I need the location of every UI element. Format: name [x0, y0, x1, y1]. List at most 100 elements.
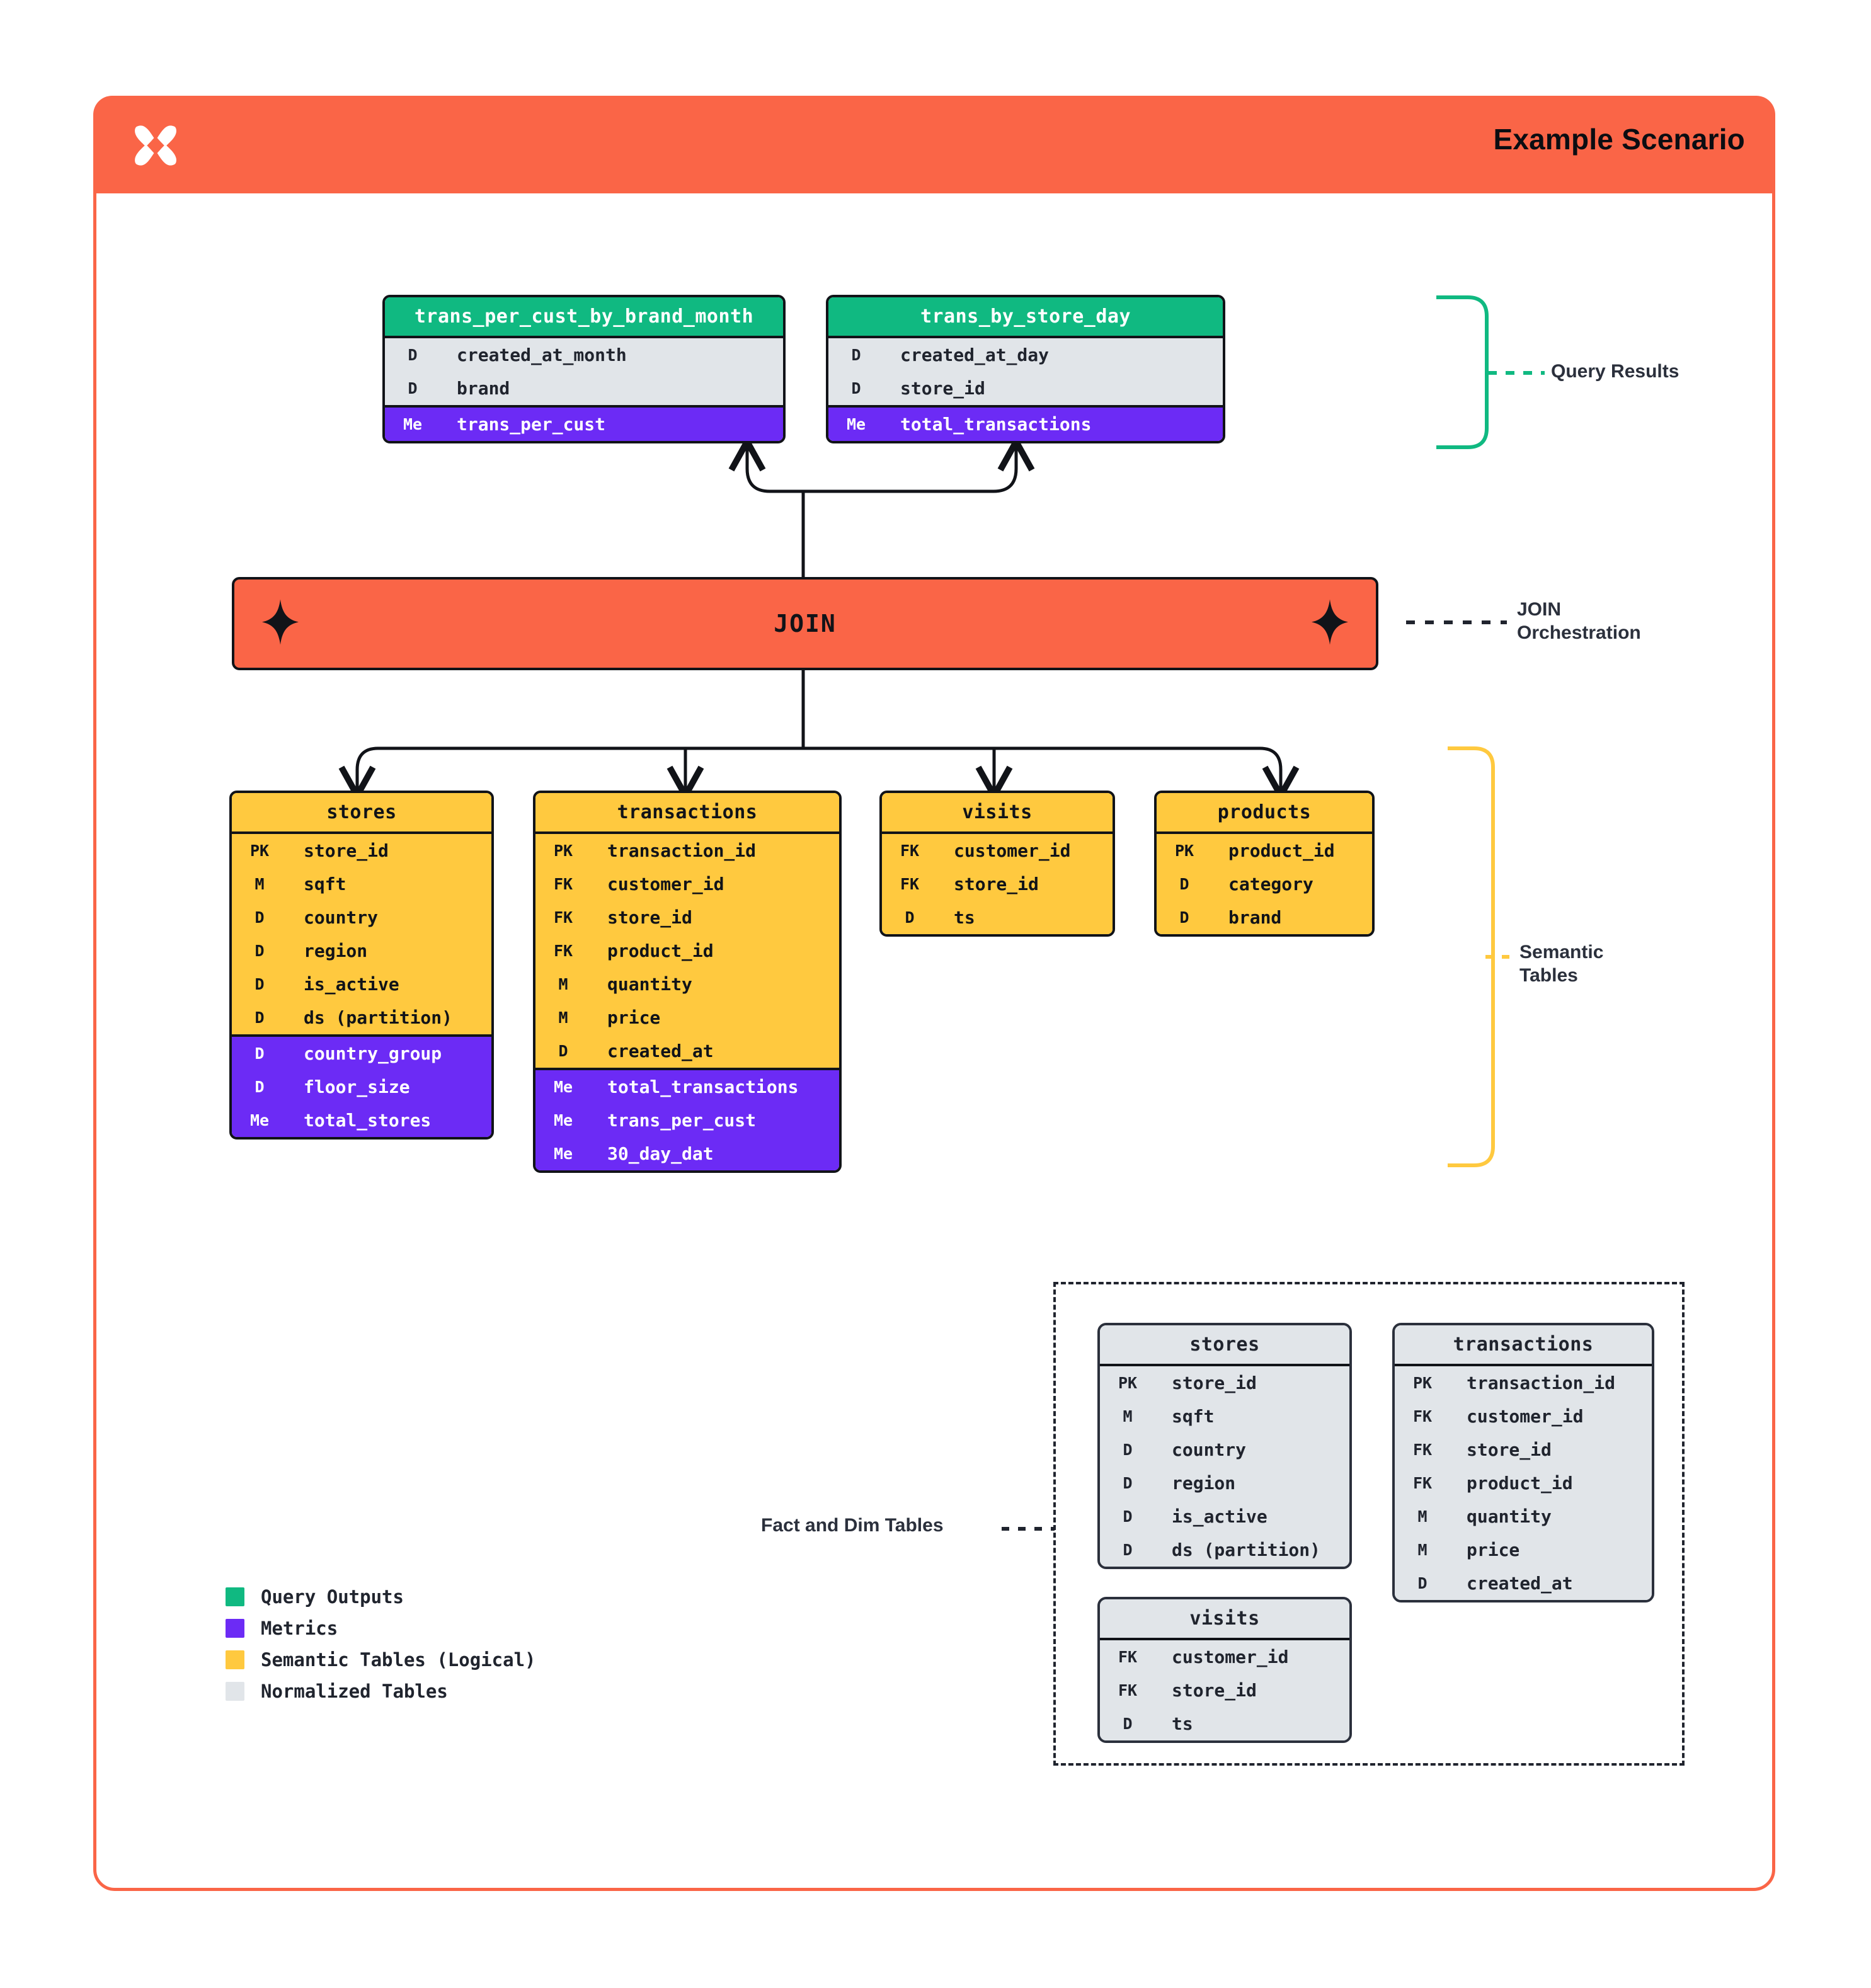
sparkle-icon [1312, 599, 1348, 648]
legend-item: Metrics [226, 1618, 536, 1639]
row-field: is_active [1172, 1506, 1267, 1527]
table-row: FK product_id [535, 934, 839, 968]
row-key: Me [553, 1078, 573, 1096]
row-field: 30_day_dat [607, 1143, 714, 1164]
x-butterfly-logo-icon [129, 118, 183, 173]
row-field: brand [457, 378, 510, 399]
row-field: store_id [607, 907, 692, 928]
row-field: total_transactions [900, 414, 1092, 435]
row-field: store_id [1467, 1439, 1552, 1460]
legend-color-swatch [226, 1619, 244, 1638]
row-field: ds (partition) [304, 1007, 453, 1028]
annotation-semantic-tables: Semantic Tables [1519, 941, 1603, 987]
table-title: stores [1100, 1325, 1349, 1364]
row-key: Me [553, 1145, 573, 1163]
annotation-line: Orchestration [1517, 622, 1641, 643]
table-title: transactions [1395, 1325, 1652, 1364]
annotation-query-results: Query Results [1551, 361, 1679, 382]
legend-item: Semantic Tables (Logical) [226, 1649, 536, 1671]
row-key: M [255, 875, 265, 893]
row-field: is_active [304, 974, 399, 995]
row-field: store_id [900, 378, 985, 399]
row-key: FK [900, 842, 920, 860]
table-row: Me total_transactions [828, 408, 1223, 441]
row-field: sqft [1172, 1406, 1215, 1427]
row-key: FK [1412, 1441, 1433, 1459]
table-row: FK store_id [1395, 1433, 1652, 1466]
row-field: total_stores [304, 1110, 432, 1131]
row-key: FK [553, 942, 573, 960]
row-field: store_id [954, 874, 1039, 894]
row-field: ts [954, 907, 975, 928]
metric-section: Me trans_per_cust [385, 405, 783, 441]
fact-dim-group-box [1053, 1282, 1685, 1766]
row-key: D [408, 379, 418, 397]
row-field: created_at_day [900, 345, 1050, 365]
row-key: FK [553, 875, 573, 893]
row-field: product_id [607, 940, 714, 961]
row-key: FK [1412, 1474, 1433, 1492]
row-key: D [558, 1042, 568, 1060]
row-field: sqft [304, 874, 346, 894]
row-field: customer_id [954, 840, 1071, 861]
page-title: Example Scenario [1493, 123, 1745, 156]
row-key: FK [553, 908, 573, 927]
table-title: stores [232, 793, 491, 831]
row-field: brand [1228, 907, 1282, 928]
row-field: trans_per_cust [457, 414, 606, 435]
row-field: country_group [304, 1043, 442, 1064]
row-key: M [1417, 1541, 1428, 1559]
row-key: FK [1412, 1407, 1433, 1425]
annotation-line: Semantic [1519, 942, 1604, 963]
row-field: country [1172, 1439, 1247, 1460]
annotation-fact-and-dim-tables: Fact and Dim Tables [761, 1515, 944, 1536]
query-result-table-0[interactable]: trans_per_cust_by_brand_month D created_… [382, 295, 786, 443]
row-key: FK [1118, 1648, 1138, 1666]
row-key: PK [1412, 1374, 1433, 1392]
row-field: quantity [1467, 1506, 1552, 1527]
table-row: D store_id [828, 372, 1223, 405]
row-field: transaction_id [1467, 1373, 1616, 1393]
table-title: transactions [535, 793, 839, 831]
row-key: D [851, 379, 861, 397]
row-key: D [255, 1044, 265, 1063]
row-key: D [255, 975, 265, 993]
row-field: ts [1172, 1713, 1193, 1734]
table-row: Me 30_day_dat [535, 1137, 839, 1170]
row-key: M [558, 975, 568, 993]
row-field: store_id [304, 840, 389, 861]
join-orchestration-bar[interactable]: JOIN [232, 577, 1378, 670]
query-result-table-1[interactable]: trans_by_store_day D created_at_day D st… [826, 295, 1225, 443]
row-field: store_id [1172, 1680, 1257, 1701]
row-key: PK [249, 842, 270, 860]
row-field: store_id [1172, 1373, 1257, 1393]
row-field: customer_id [1467, 1406, 1584, 1427]
row-key: D [1179, 908, 1189, 927]
row-key: PK [553, 842, 573, 860]
